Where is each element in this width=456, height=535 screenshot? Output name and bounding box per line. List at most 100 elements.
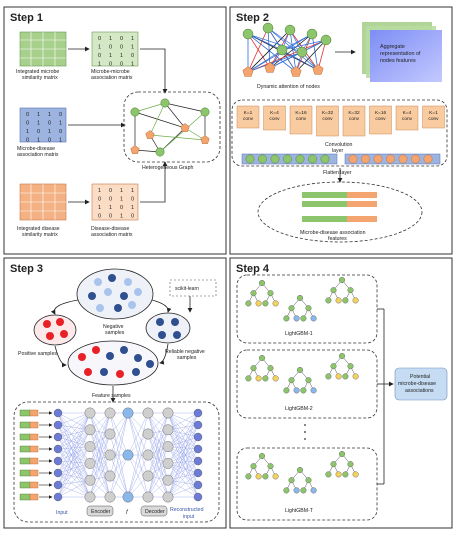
flatten-node — [411, 154, 420, 164]
matrix-cell: 0 — [98, 214, 101, 220]
graph-edge — [159, 111, 206, 153]
ae-neuron — [142, 470, 154, 482]
attention-edge — [281, 49, 319, 71]
conv-block — [369, 105, 392, 135]
matrix-cell: 0 — [48, 121, 51, 127]
ae-edge — [167, 436, 199, 481]
matrix-cell: 0 — [98, 197, 101, 203]
ae-edge — [89, 412, 111, 456]
ae-neuron — [53, 492, 63, 502]
ae-edge — [57, 463, 91, 474]
disease-sim-label-1: Integrated disease — [17, 226, 60, 232]
ae-edge — [109, 412, 129, 477]
ae-edge — [57, 446, 91, 462]
input-feature-green — [19, 409, 31, 417]
attention-edge — [247, 33, 283, 51]
ae-neuron — [193, 480, 203, 490]
ae-edge — [167, 460, 199, 498]
step1-title: Step 1 — [10, 12, 43, 24]
ae-edge — [147, 463, 169, 498]
ae-neuron — [193, 492, 203, 502]
tree-node — [335, 373, 342, 380]
ae-edge — [167, 429, 199, 450]
result-label-2: microbe-disease — [398, 381, 436, 387]
positive-sample-dot — [56, 318, 64, 326]
conv-block — [236, 105, 260, 129]
microbe-node — [296, 46, 308, 58]
tree-node — [255, 375, 262, 382]
attention-edge — [267, 27, 303, 53]
ae-edge — [57, 472, 91, 481]
matrix-cell: 1 — [109, 205, 112, 211]
matrix-cell: 1 — [59, 121, 62, 127]
conv-block — [395, 105, 419, 131]
features-label-1: Microbe-disease association — [300, 230, 366, 236]
attention-edge — [247, 33, 303, 53]
tree-node — [339, 277, 346, 284]
positive-sample-dot — [43, 320, 51, 328]
conv-kernel-label: K=16 — [295, 110, 307, 116]
conv-name-label: conv — [296, 117, 307, 122]
graph-node-microbe — [155, 147, 165, 157]
attention-edge — [247, 27, 269, 73]
ae-edge — [57, 429, 91, 474]
tree-node — [272, 473, 279, 480]
attention-edge — [247, 49, 283, 73]
tree-node — [305, 477, 312, 484]
step2-title: Step 2 — [236, 12, 269, 24]
ae-edge — [167, 472, 199, 498]
ae-edge — [57, 446, 91, 498]
ae-edge — [167, 412, 199, 498]
flatten-node — [245, 154, 255, 164]
ae-edge — [109, 454, 129, 498]
ae-edge — [57, 448, 91, 481]
graph-box — [123, 91, 221, 163]
conv-name-label: conv — [375, 117, 386, 122]
tree-node — [347, 461, 354, 468]
matrix-cell: 1 — [109, 53, 112, 59]
ae-edge — [57, 472, 91, 498]
disease-node — [312, 64, 324, 75]
matrix-cell: 0 — [98, 53, 101, 59]
lightgbm-trees — [245, 277, 359, 494]
ae-edge — [109, 412, 129, 498]
flatten-node — [295, 154, 305, 164]
attention-edge — [247, 39, 327, 73]
tree-node — [255, 473, 262, 480]
ae-neuron — [193, 408, 203, 418]
tree-node — [250, 365, 257, 372]
ae-edge — [57, 412, 91, 462]
ae-neuron — [162, 457, 174, 469]
reliable-sample-dot — [156, 318, 164, 326]
ae-edge — [167, 412, 199, 447]
ae-edge — [57, 412, 91, 486]
microbe-node — [306, 28, 318, 40]
ae-edge — [89, 446, 111, 477]
conv-kernel-label: K=32 — [348, 110, 360, 116]
tree-node — [347, 287, 354, 294]
input-feature-green — [19, 457, 31, 465]
feature-sample-dot — [92, 346, 100, 354]
graph-edge — [134, 111, 186, 129]
input-feature-orange — [29, 421, 39, 429]
graph-node-disease — [180, 123, 190, 132]
graph-edge — [164, 102, 206, 113]
conv-label-1: Convolution — [325, 142, 353, 148]
tree-node — [300, 487, 307, 494]
attention-network — [242, 22, 332, 77]
input-feature-orange — [29, 493, 39, 501]
encoder-label: Encoder — [91, 509, 111, 515]
ae-edge — [167, 429, 199, 486]
ae-neuron — [122, 449, 134, 461]
ae-edge — [127, 433, 149, 498]
ae-edge — [147, 412, 169, 456]
matrix-cell: 1 — [120, 53, 123, 59]
ae-edge — [89, 429, 111, 477]
ae-edge — [57, 480, 91, 498]
ae-edge — [167, 424, 199, 481]
tree-node — [352, 471, 359, 478]
graph-edge — [164, 102, 186, 129]
graph-node-microbe — [160, 98, 170, 108]
features-ellipse — [257, 181, 423, 243]
ae-edge — [167, 429, 199, 462]
